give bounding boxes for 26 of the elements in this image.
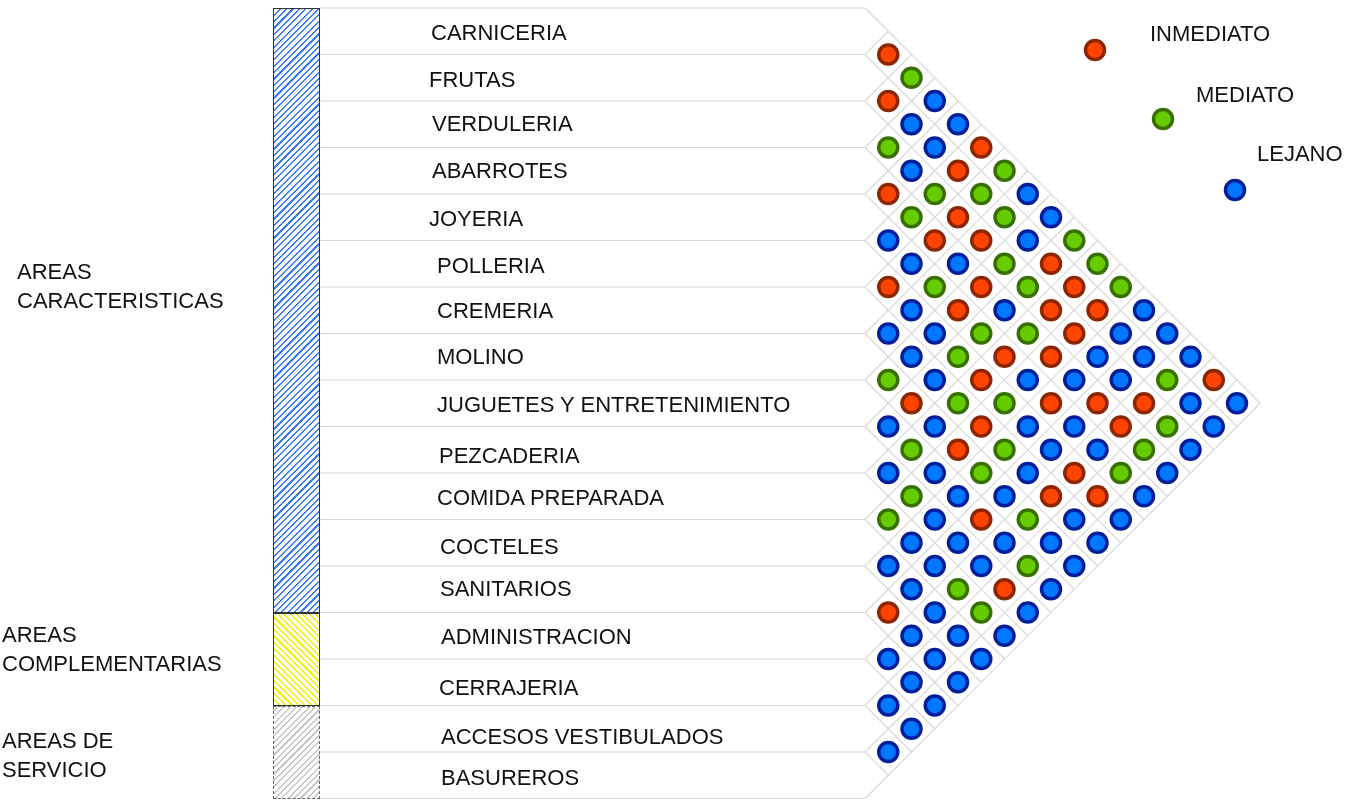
area-name: ABARROTES [432,157,568,183]
area-name: BASUREROS [441,765,580,791]
area-name: CARNICERIA [431,20,567,46]
hatched-bar [273,8,320,613]
legend-label: INMEDIATO [1150,21,1271,47]
area-name: PEZCADERIA [439,442,580,468]
area-name: JOYERIA [429,206,524,232]
area-name: COCTELES [440,533,559,559]
legend-label: MEDIATO [1196,82,1295,108]
area-name: POLLERIA [437,252,545,278]
area-name: COMIDA PREPARADA [437,485,664,511]
area-name: FRUTAS [429,66,516,92]
group-label: AREAS CARACTERISTICAS [17,258,225,315]
area-name: JUGUETES Y ENTRETENIMIENTO [437,392,791,418]
area-name: MOLINO [437,343,524,369]
area-name: ADMINISTRACION [441,623,632,649]
hatched-bar [273,612,320,706]
legend-label: LEJANO [1257,141,1343,167]
group-label: AREAS DE SERVICIO [2,727,115,784]
area-name: CERRAJERIA [439,675,579,701]
hatched-bar [273,705,320,799]
area-name: CREMERIA [437,298,554,324]
area-name: SANITARIOS [440,576,572,602]
area-name: VERDULERIA [432,111,573,137]
area-name: ACCESOS VESTIBULADOS [441,723,724,749]
group-label: AREAS COMPLEMENTARIAS [2,621,223,678]
